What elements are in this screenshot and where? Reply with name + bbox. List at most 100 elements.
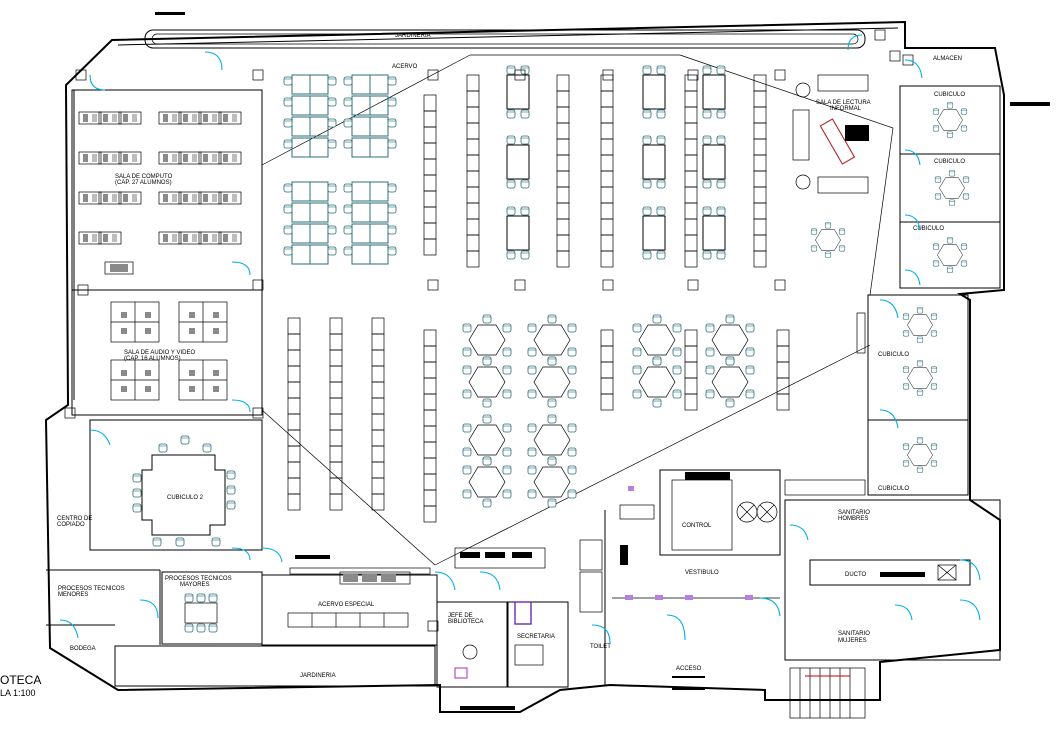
chair — [387, 183, 397, 193]
lobby-label: VESTIBULO — [685, 570, 719, 576]
chair — [343, 204, 353, 214]
chair — [327, 76, 337, 86]
study-carrel-block — [343, 181, 397, 265]
computer-station — [198, 111, 222, 125]
men-restroom-label: SANITARIO — [838, 510, 870, 516]
door-swing — [904, 269, 921, 286]
bookshelf — [776, 329, 790, 411]
reading-table — [643, 66, 665, 118]
computer-station — [78, 151, 102, 165]
structural-column — [602, 69, 614, 81]
chair — [327, 183, 337, 193]
computer-station — [198, 191, 222, 205]
chair — [343, 76, 353, 86]
entrance-label: ACCESO — [676, 666, 702, 672]
door-swing — [959, 599, 981, 621]
chair — [343, 118, 353, 128]
structural-column — [427, 69, 439, 81]
drawing-title: OTECA — [0, 673, 41, 687]
chair — [387, 139, 397, 149]
chair — [283, 225, 293, 235]
av-cluster — [178, 301, 228, 343]
chair — [343, 139, 353, 149]
computer-station — [218, 111, 242, 125]
cubicle-2-room: CUBICULO 2 — [89, 419, 263, 551]
major-processes-label-2: MAYORES — [180, 582, 210, 588]
head-librarian-label: JEFE DE — [448, 613, 473, 619]
door-swing — [59, 619, 79, 639]
chair — [211, 537, 221, 547]
computer-station — [98, 231, 122, 245]
lounge-label: SALA DE LECTURA — [816, 100, 871, 106]
hexagonal-table — [463, 357, 511, 407]
structural-column — [427, 620, 439, 632]
chair — [327, 225, 337, 235]
reading-table — [703, 136, 725, 188]
chair — [226, 500, 236, 510]
computer-station — [118, 151, 142, 165]
computer-station — [78, 111, 102, 125]
duct-label: DUCTO — [845, 572, 867, 578]
chair — [226, 485, 236, 495]
computer-station — [158, 111, 182, 125]
structural-column — [874, 29, 886, 41]
door-swing — [666, 614, 686, 641]
door-swing — [591, 624, 611, 644]
computer-station — [118, 191, 142, 205]
secretary-label: SECRETARIA — [517, 634, 555, 640]
bookshelf — [423, 329, 437, 523]
computer-room-label: SALA DE COMPUTO — [115, 174, 173, 180]
bookshelf — [287, 317, 301, 511]
chair — [387, 97, 397, 107]
reading-table — [507, 207, 529, 259]
chair — [283, 139, 293, 149]
door-swing — [847, 34, 863, 51]
chair — [132, 503, 142, 513]
chair — [283, 76, 293, 86]
structural-column — [252, 279, 264, 291]
chair — [283, 118, 293, 128]
bookshelf — [600, 74, 614, 268]
chair — [343, 97, 353, 107]
door-swing — [434, 571, 456, 591]
head-librarian-label-2: BIBLIOTECA — [448, 619, 483, 625]
bookshelf — [556, 74, 570, 268]
computer-station — [218, 191, 242, 205]
reading-table — [643, 207, 665, 259]
chair — [387, 225, 397, 235]
planter-bottom-label: JARDINERIA — [300, 673, 336, 679]
structural-column — [902, 54, 914, 66]
chair — [327, 204, 337, 214]
cubicle-label-5: CUBICULO — [878, 486, 909, 492]
chair — [132, 488, 142, 498]
computer-station — [78, 191, 102, 205]
door-swing — [479, 571, 501, 591]
chair — [327, 246, 337, 256]
men-restroom-label-2: HOMBRES — [838, 516, 868, 522]
computer-room-capacity: (CAP. 27 ALUMNOS) — [115, 180, 172, 186]
special-collection: ACERVO ESPECIAL — [261, 555, 438, 646]
chair — [152, 537, 162, 547]
computer-station — [98, 111, 122, 125]
av-cluster — [178, 359, 228, 401]
hexagonal-table — [463, 457, 511, 507]
door-swing — [231, 399, 251, 413]
storage-label: BODEGA — [70, 646, 96, 652]
chair — [343, 183, 353, 193]
cubicle-2-label: CUBICULO 2 — [167, 495, 204, 501]
cubicle-label-1: CUBICULO — [934, 92, 965, 98]
door-swing — [139, 599, 159, 619]
lobby: CONTROL VESTIBULO TOILET ACCESO — [454, 469, 781, 690]
planter-top-label: JARDINERIA — [395, 33, 431, 39]
computer-station — [198, 231, 222, 245]
reading-table — [507, 136, 529, 188]
study-carrel-block — [343, 74, 397, 158]
control-label: CONTROL — [682, 523, 712, 529]
computer-station — [98, 191, 122, 205]
copy-center-label-2: COPIADO — [57, 522, 85, 528]
structural-column — [774, 279, 786, 291]
door-swing — [231, 261, 251, 276]
structural-column — [252, 407, 264, 419]
door-swing — [904, 214, 921, 231]
cubicle-label-2: CUBICULO — [934, 159, 965, 165]
